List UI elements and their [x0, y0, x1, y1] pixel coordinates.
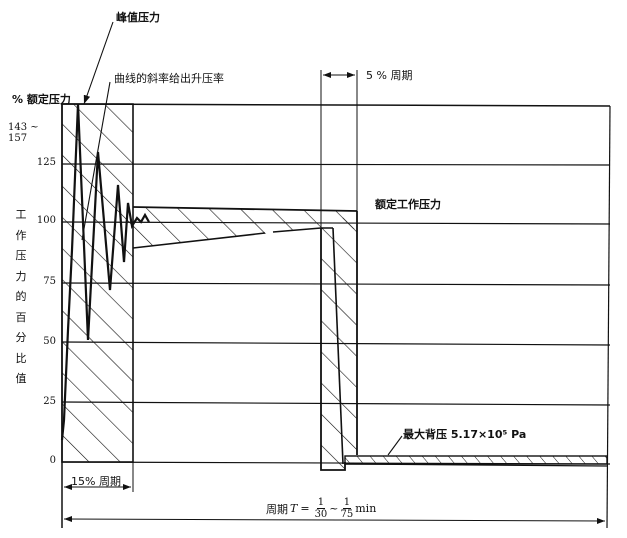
tick-25: 25 — [43, 396, 56, 407]
tilde: ~ — [329, 502, 339, 515]
rated-working-pressure-label: 额定工作压力 — [375, 198, 441, 211]
fraction-1-30: 1 30 — [315, 497, 328, 520]
plateau-band — [132, 206, 358, 249]
frac1-den: 30 — [314, 509, 328, 520]
frac1-num: 1 — [316, 497, 326, 509]
fall-period-label: 5 % 周期 — [366, 69, 413, 82]
max-back-pressure-label: 最大背压 5.17×10⁵ Pa — [403, 428, 527, 441]
cycle-eq: = — [300, 502, 310, 515]
callout-leaders — [81, 21, 403, 456]
pressure-curve — [60, 103, 150, 441]
back-pressure-band — [344, 455, 608, 467]
tick-0: 0 — [49, 455, 56, 466]
rise-period-label: 15% 周期 — [71, 475, 121, 488]
cycle-prefix: 周期 — [266, 502, 288, 516]
peak-pressure-label: 峰值压力 — [116, 11, 160, 24]
fraction-1-75: 1 75 — [341, 497, 354, 520]
y-axis-char: 压 — [15, 249, 27, 262]
y-axis-char: 的 — [15, 290, 27, 303]
y-axis-char: 比 — [15, 351, 27, 365]
y-axis-char: 百 — [15, 310, 27, 324]
fall-zone — [320, 211, 358, 471]
y-axis-vertical-label: 工 作 压 力 的 百 分 比 值 — [14, 205, 28, 390]
dimension-lines — [61, 70, 606, 528]
y-axis-unit-label: % 额定压力 — [12, 93, 71, 106]
tick-100: 100 — [36, 215, 56, 226]
cycle-unit: min — [355, 502, 377, 515]
y-axis-char: 力 — [15, 269, 27, 283]
y-axis-char: 作 — [15, 228, 27, 242]
frac2-num: 1 — [342, 497, 352, 509]
cycle-period-label: 周期 T = 1 30 ~ 1 75 min — [266, 497, 376, 520]
y-axis-char: 工 — [15, 208, 27, 221]
y-axis-char: 值 — [15, 372, 27, 385]
tick-143-157: 143 ~ 157 — [8, 122, 39, 144]
slope-note-label: 曲线的斜率给出升压率 — [114, 72, 224, 85]
tick-50: 50 — [43, 336, 56, 347]
y-axis-char: 分 — [15, 331, 27, 344]
frac2-den: 75 — [340, 509, 354, 520]
tick-125: 125 — [36, 157, 56, 168]
cycle-var: T — [290, 502, 298, 515]
tick-75: 75 — [43, 276, 56, 287]
